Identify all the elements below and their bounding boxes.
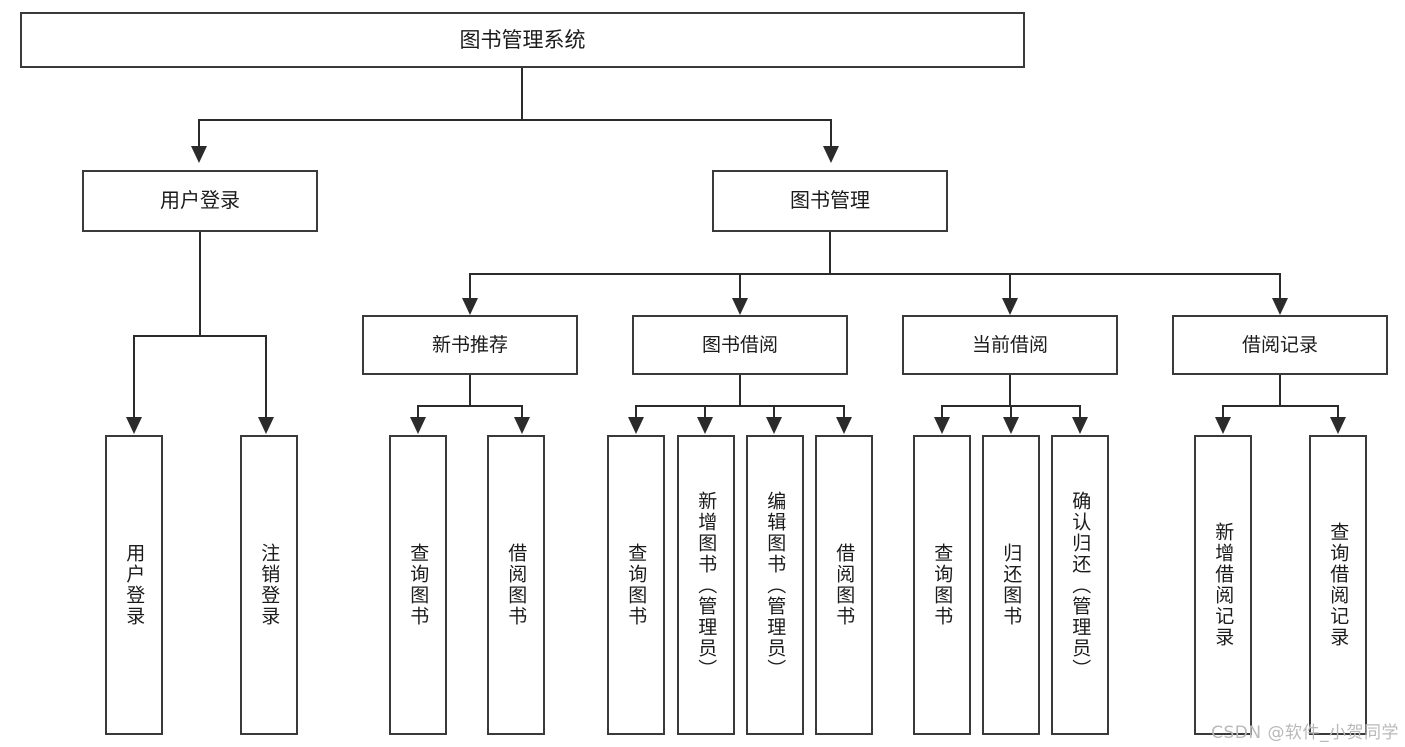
connector-current-leaf1 [941,405,943,418]
connector-newbook-bus [417,405,523,407]
arrowhead-record-leaf2 [1330,417,1346,434]
connector-borrow-leaf3 [773,405,775,418]
connector-bookmgmt-to-borrow [739,273,741,299]
arrowhead-bookmgmt-record [1272,298,1288,315]
leaf-return-book[interactable]: 归还图书 [982,435,1040,735]
connector-root-to-login [198,119,200,146]
arrowhead-borrow-leaf3 [766,417,782,434]
arrowhead-root-to-bookmgmt [823,146,839,163]
node-book-management[interactable]: 图书管理 [712,170,948,232]
connector-newbook-leaf1 [417,405,419,418]
node-label: 查询图书 [625,543,648,627]
connector-root-to-bookmgmt [830,119,832,146]
node-label: 用户登录 [123,543,146,627]
connector-login-to-leaf1 [133,335,135,418]
node-label: 新书推荐 [431,333,508,356]
arrowhead-newbook-leaf1 [410,417,426,434]
connector-root-bus [198,119,832,121]
leaf-logout[interactable]: 注销登录 [240,435,298,735]
node-label: 查询借阅记录 [1327,522,1350,648]
node-label: 编辑图书（管理员） [764,490,787,680]
node-label: 图书管理 [790,188,870,213]
leaf-query-borrow-record[interactable]: 查询借阅记录 [1309,435,1367,735]
node-label: 借阅图书 [833,543,856,627]
arrowhead-borrow-leaf1 [628,417,644,434]
leaf-borrow-book-recommend[interactable]: 借阅图书 [487,435,545,735]
csdn-watermark: CSDN @软件_小贺同学 [1211,723,1399,743]
arrowhead-current-leaf3 [1072,417,1088,434]
node-user-login[interactable]: 用户登录 [82,170,318,232]
node-label: 图书管理系统 [459,27,586,52]
connector-borrow-bus [635,405,845,407]
node-label: 新增图书（管理员） [695,490,718,680]
node-label: 确认归还（管理员） [1069,490,1092,680]
arrowhead-login-leaf1 [126,417,142,434]
node-label: 新增借阅记录 [1212,522,1235,648]
node-label: 注销登录 [258,543,281,627]
node-label: 当前借阅 [971,333,1048,356]
connector-bookmgmt-to-current [1009,273,1011,299]
leaf-query-book-borrow[interactable]: 查询图书 [607,435,665,735]
connector-login-to-leaf2 [265,335,267,418]
node-label: 查询图书 [407,543,430,627]
leaf-add-book-admin[interactable]: 新增图书（管理员） [677,435,735,735]
node-book-borrow[interactable]: 图书借阅 [632,315,848,375]
connector-record-stem [1279,375,1281,406]
connector-login-bus [133,335,267,337]
node-label: 图书借阅 [701,333,778,356]
arrowhead-login-leaf2 [258,417,274,434]
connector-bookmgmt-to-record [1279,273,1281,299]
node-borrow-record[interactable]: 借阅记录 [1172,315,1388,375]
node-new-book-recommend[interactable]: 新书推荐 [362,315,578,375]
node-current-borrow[interactable]: 当前借阅 [902,315,1118,375]
connector-borrow-leaf2 [704,405,706,418]
arrowhead-bookmgmt-borrow [732,298,748,315]
leaf-borrow-book[interactable]: 借阅图书 [815,435,873,735]
connector-bookmgmt-stem [829,232,831,274]
connector-root-stem [521,68,523,120]
connector-bookmgmt-bus [469,273,1281,275]
connector-borrow-leaf4 [843,405,845,418]
node-label: 借阅记录 [1241,333,1318,356]
connector-current-stem [1009,375,1011,406]
connector-login-stem [199,232,201,336]
connector-current-leaf2 [1010,405,1012,418]
arrowhead-current-leaf1 [934,417,950,434]
arrowhead-bookmgmt-current [1002,298,1018,315]
connector-record-leaf2 [1337,405,1339,418]
leaf-user-login[interactable]: 用户登录 [105,435,163,735]
arrowhead-current-leaf2 [1003,417,1019,434]
node-root-system[interactable]: 图书管理系统 [20,12,1025,68]
node-label: 用户登录 [160,188,240,213]
connector-newbook-stem [469,375,471,406]
arrowhead-newbook-leaf2 [514,417,530,434]
arrowhead-record-leaf1 [1215,417,1231,434]
connector-record-bus [1222,405,1338,407]
connector-bookmgmt-to-new [469,273,471,299]
connector-borrow-leaf1 [635,405,637,418]
arrowhead-borrow-leaf2 [697,417,713,434]
leaf-edit-book-admin[interactable]: 编辑图书（管理员） [746,435,804,735]
arrowhead-borrow-leaf4 [836,417,852,434]
connector-record-leaf1 [1222,405,1224,418]
connector-current-leaf3 [1079,405,1081,418]
leaf-query-book-recommend[interactable]: 查询图书 [389,435,447,735]
leaf-confirm-return-admin[interactable]: 确认归还（管理员） [1051,435,1109,735]
leaf-add-borrow-record[interactable]: 新增借阅记录 [1194,435,1252,735]
node-label: 借阅图书 [505,543,528,627]
node-label: 归还图书 [1000,543,1023,627]
arrowhead-bookmgmt-new [462,298,478,315]
leaf-query-book-current[interactable]: 查询图书 [913,435,971,735]
arrowhead-root-to-login [191,146,207,163]
connector-borrow-stem [739,375,741,406]
connector-newbook-leaf2 [521,405,523,418]
node-label: 查询图书 [931,543,954,627]
